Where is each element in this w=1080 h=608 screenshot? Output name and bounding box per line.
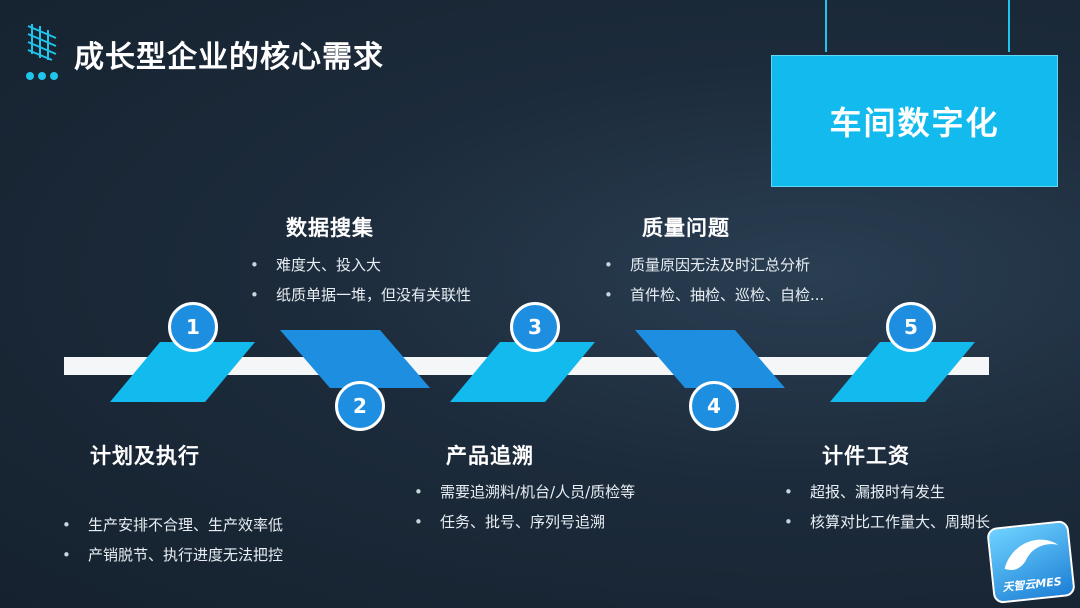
step-2-points: 难度大、投入大 纸质单据一堆，但没有关联性 [250,250,471,310]
step-3-shape [450,342,595,402]
step-3-number: 3 [510,302,560,352]
step-5-points: 超报、漏报时有发生 核算对比工作量大、周期长 [784,477,990,537]
step-4-points: 质量原因无法及时汇总分析 首件检、抽检、巡检、自检... [604,250,824,310]
step-1-number: 1 [168,302,218,352]
step-1-point: 产销脱节、执行进度无法把控 [62,540,283,570]
mes-logo-icon: 天智云MES [986,519,1076,605]
step-4-number: 4 [689,381,739,431]
step-5-shape [830,342,975,402]
step-2-point: 难度大、投入大 [250,250,471,280]
step-4-point: 质量原因无法及时汇总分析 [604,250,824,280]
step-5-point: 超报、漏报时有发生 [784,477,990,507]
step-2-number: 2 [335,381,385,431]
step-4-shape [635,330,785,388]
step-1-point: 生产安排不合理、生产效率低 [62,510,283,540]
step-4-point: 首件检、抽检、巡检、自检... [604,280,824,310]
badge-hanger-right [1008,0,1010,52]
step-3-point: 任务、批号、序列号追溯 [414,507,635,537]
step-5-point: 核算对比工作量大、周期长 [784,507,990,537]
step-5-title: 计件工资 [822,444,910,468]
step-3-title: 产品追溯 [446,444,534,468]
step-2-shape [280,330,430,388]
page-title: 成长型企业的核心需求 [74,40,384,75]
step-3-points: 需要追溯料/机台/人员/质检等 任务、批号、序列号追溯 [414,477,635,537]
step-1-title: 计划及执行 [90,444,200,468]
step-3-point: 需要追溯料/机台/人员/质检等 [414,477,635,507]
badge-hanger-left [825,0,827,52]
step-2-title: 数据搜集 [286,216,374,240]
step-4-title: 质量问题 [642,216,730,240]
step-5-number: 5 [886,302,936,352]
step-1-points: 生产安排不合理、生产效率低 产销脱节、执行进度无法把控 [62,510,283,570]
step-2-point: 纸质单据一堆，但没有关联性 [250,280,471,310]
step-1-shape [110,342,255,402]
brand-logo-icon [26,24,58,80]
workshop-digitalization-badge: 车间数字化 [772,56,1057,186]
